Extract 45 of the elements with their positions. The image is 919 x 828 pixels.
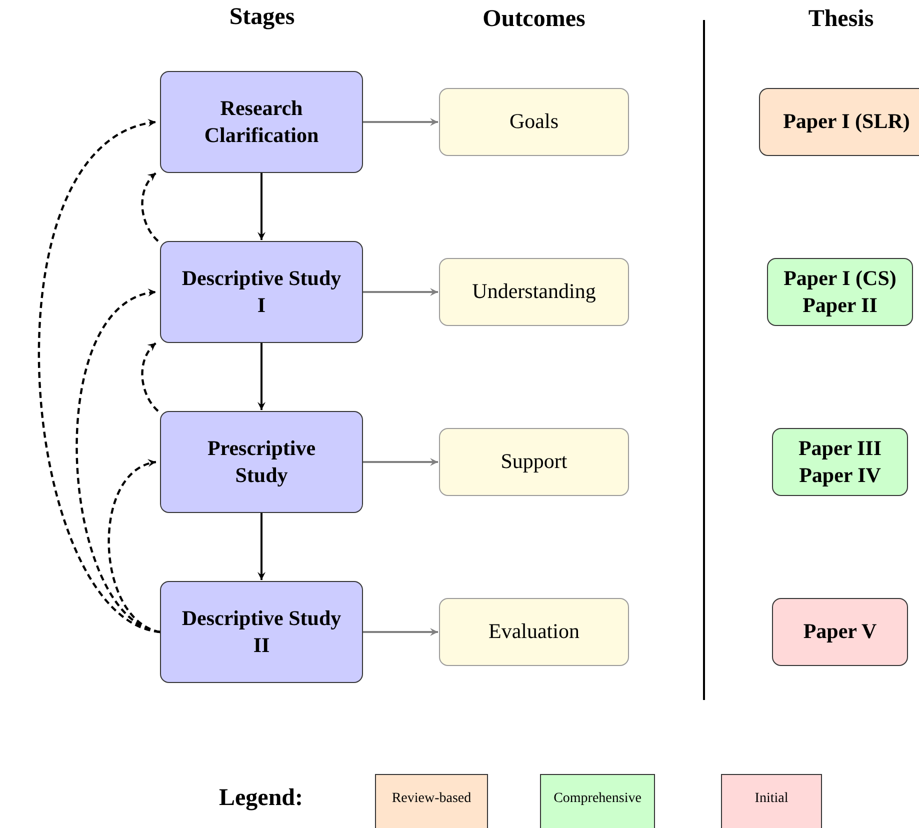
legend-heading: Legend: bbox=[219, 785, 303, 812]
outcome-box bbox=[439, 428, 629, 496]
dashed-arrow bbox=[108, 460, 160, 634]
heading: Stages bbox=[229, 4, 295, 31]
legend-label: Comprehensive bbox=[554, 791, 642, 808]
box-label: Evaluation bbox=[488, 618, 580, 646]
box-label: Descriptive Study I bbox=[182, 264, 342, 319]
heading: Thesis bbox=[808, 6, 874, 33]
paper-box bbox=[767, 258, 913, 326]
arrow bbox=[258, 513, 266, 580]
paper-title: Paper I (SLR) bbox=[783, 108, 910, 136]
arrow bbox=[363, 288, 438, 296]
box-label: Research Clarification bbox=[203, 94, 320, 149]
box-label: Prescriptive Study bbox=[206, 434, 317, 489]
paper-title: Paper III bbox=[798, 434, 882, 462]
paper-title: Paper IV bbox=[799, 462, 881, 489]
arrow bbox=[258, 343, 266, 410]
box-label: Understanding bbox=[472, 278, 596, 306]
box-label: Descriptive Study II bbox=[182, 604, 342, 659]
legend-label: Review-based bbox=[392, 791, 472, 808]
dashed-arrow bbox=[76, 290, 160, 634]
arrow bbox=[363, 118, 438, 126]
outcome-box bbox=[439, 258, 629, 326]
box-label: Support bbox=[500, 448, 568, 476]
paper-box bbox=[759, 88, 919, 156]
dashed-arrow bbox=[141, 342, 159, 412]
stage-box bbox=[160, 241, 363, 343]
stage-box bbox=[160, 71, 363, 173]
arrow bbox=[363, 458, 438, 466]
arrow bbox=[258, 173, 266, 240]
dashed-arrow bbox=[141, 172, 159, 242]
outcome-box bbox=[439, 88, 629, 156]
paper-title: Paper V bbox=[803, 618, 877, 646]
paper-title: Paper I (CS) bbox=[784, 264, 896, 292]
heading: Outcomes bbox=[482, 6, 586, 33]
box-label: Goals bbox=[510, 108, 558, 136]
legend-label: Initial bbox=[754, 791, 788, 808]
arrow bbox=[363, 628, 438, 636]
dashed-arrow bbox=[38, 120, 160, 634]
outcome-box bbox=[439, 598, 629, 666]
paper-box bbox=[772, 598, 908, 666]
paper-box bbox=[772, 428, 908, 496]
stage-box bbox=[160, 411, 363, 513]
stage-box bbox=[160, 581, 363, 683]
paper-title: Paper II bbox=[802, 292, 878, 319]
